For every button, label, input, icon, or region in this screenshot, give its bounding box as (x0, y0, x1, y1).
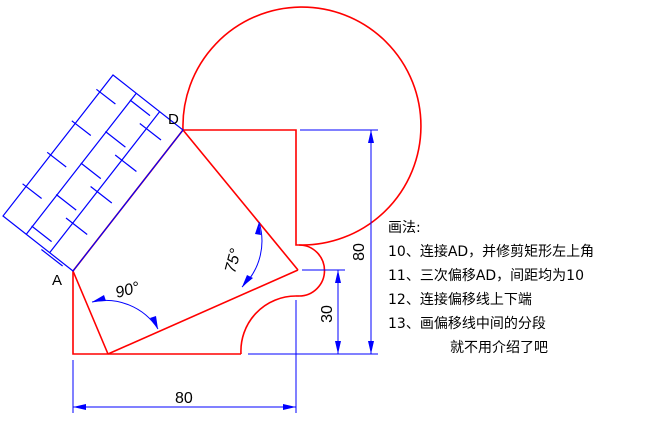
arrow-head (283, 404, 296, 410)
hatch-line (139, 123, 162, 141)
hatch-line (65, 217, 88, 235)
dim-depth-value: 30 (319, 305, 336, 323)
hatch-border (2, 74, 184, 272)
arrow-head (242, 275, 253, 287)
point-label-a: A (52, 272, 62, 289)
notes-step: 13、画偏移线中间的分段 (388, 316, 546, 332)
angle-left-value: 90° (114, 279, 142, 302)
arrow-head (255, 222, 261, 235)
arrow-head (368, 130, 374, 143)
angle-right-value: 75° (222, 246, 245, 274)
dimensions (72, 129, 378, 413)
point-label-d: D (168, 111, 179, 128)
dim-height-value: 80 (351, 243, 368, 261)
hatch-line (80, 162, 102, 180)
hatch-line (129, 99, 151, 117)
arrow-head (92, 295, 106, 302)
hatch-line (49, 111, 161, 253)
hatch-line (114, 154, 137, 172)
hatch-line (96, 88, 116, 105)
arrow-head (150, 316, 158, 329)
line-bottom-diag (107, 269, 299, 355)
line-d-diag (182, 129, 299, 271)
line-a-foot (72, 270, 109, 355)
arrow-head (335, 270, 341, 283)
hatch-line (41, 249, 63, 267)
arrow-head (73, 404, 86, 410)
dim-arrows (73, 130, 374, 410)
notes-step: 11、三次偏移AD，间距均为10 (388, 268, 584, 284)
big-arc (182, 6, 422, 246)
method-notes: 画法: 10、连接AD，并修剪矩形左上角 11、三次偏移AD，间距均为10 12… (388, 216, 650, 360)
outline-bottom-left (72, 271, 241, 355)
notes-title: 画法: (388, 220, 421, 236)
notes-step: 12、连接偏移线上下端 (388, 292, 532, 308)
angle-arc-left (91, 299, 159, 330)
hatch-line (55, 194, 77, 211)
hatch-line (31, 225, 52, 243)
hatch-line (71, 120, 92, 136)
hatch-line (46, 151, 67, 168)
small-arc-bottom (240, 295, 297, 355)
dim-width-value: 80 (175, 390, 193, 407)
notes-step: 10、连接AD，并修剪矩形左上角 (388, 244, 595, 260)
arrow-head (368, 341, 374, 354)
hatch-line (90, 186, 113, 204)
hatch-line (105, 131, 126, 148)
notes-tail: 就不用介绍了吧 (450, 340, 548, 356)
arrow-head (335, 341, 341, 354)
outline-shape (72, 6, 422, 355)
hatch-line (22, 183, 42, 199)
outline-top-right (183, 129, 299, 246)
brick-hatch (2, 74, 184, 272)
